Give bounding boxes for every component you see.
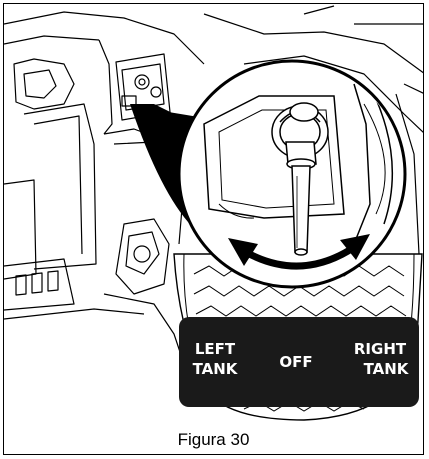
right-tank-label-line1: RIGHT	[354, 340, 407, 358]
zoom-detail	[179, 61, 409, 287]
fuel-selector-panel: LEFT TANK OFF RIGHT TANK	[179, 317, 419, 407]
mower-illustration: LEFT TANK OFF RIGHT TANK	[4, 4, 424, 422]
left-tank-label-line1: LEFT	[195, 340, 236, 358]
left-tank-label-line2: TANK	[193, 360, 239, 378]
right-tank-label-line2: TANK	[364, 360, 410, 378]
figure-caption: Figura 30	[4, 430, 423, 450]
off-label: OFF	[279, 353, 312, 371]
figure-frame: LEFT TANK OFF RIGHT TANK Figura 30	[3, 3, 424, 455]
